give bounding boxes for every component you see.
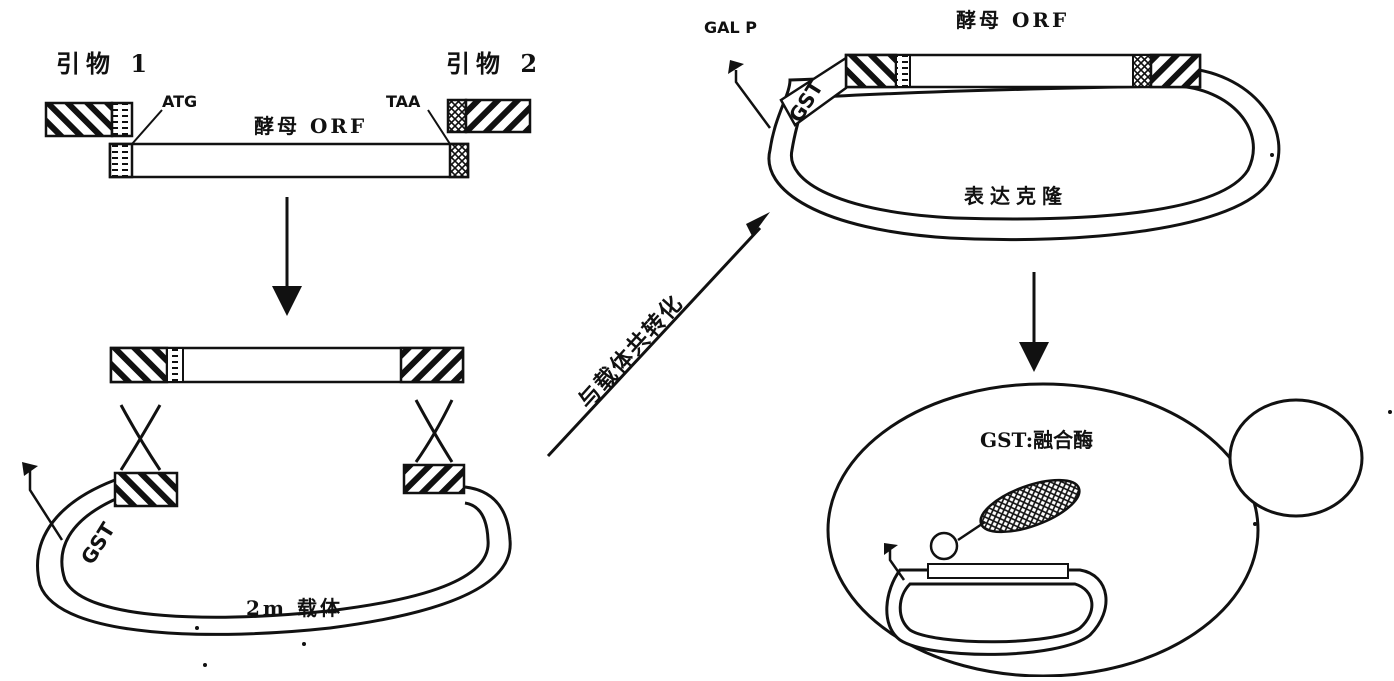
budding-cell [1230,400,1362,516]
vector-2m-label: 2m 载体 [246,592,343,621]
recombination-x-left [121,405,160,470]
cotransform-label: 与载体共转化 [573,290,689,414]
recombination-x-right [416,400,452,462]
yeast-orf-label-left: 酵母 ORF [254,110,367,139]
gst-fusion-label: GST:融合酶 [980,424,1093,453]
taa-pointer [428,110,450,144]
yeast-orf-bar [110,144,468,177]
primer1-label: 引物 1 [56,44,153,79]
expression-clone-plasmid [769,55,1279,240]
yeast-orf-label-top: 酵母 ORF [956,4,1069,33]
pcr-product-bar [111,348,463,382]
gal-promoter-arrow [728,60,770,128]
down-arrow-2 [1019,272,1049,372]
primer2-block [448,100,530,132]
down-arrow-1 [272,197,302,316]
atg-label: ATG [162,92,197,111]
taa-label: TAA [386,92,420,111]
gst-label-lower: GST [76,518,120,569]
gst-promoter-arrow [22,462,62,540]
primer1-block [46,103,132,136]
expression-clone-label: 表达克隆 [964,180,1068,209]
primer2-label: 引物 2 [446,44,543,79]
gal-p-label: GAL P [704,18,757,37]
atg-pointer [132,110,162,144]
